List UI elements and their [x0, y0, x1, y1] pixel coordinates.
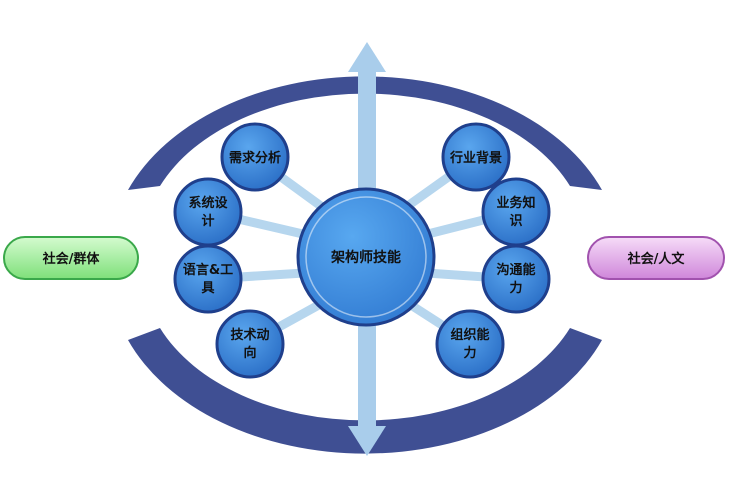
- node-label: 组织能: [450, 327, 489, 343]
- node-label: 力: [509, 280, 522, 296]
- left-pill: 社会/群体: [3, 236, 139, 280]
- down-arrow: [348, 318, 386, 456]
- node-label: 行业背景: [449, 150, 502, 166]
- node-label: 系统设: [188, 195, 228, 211]
- right-pill-label: 社会/人文: [627, 251, 686, 267]
- node-label: 力: [463, 345, 476, 361]
- node-label: 具: [201, 281, 214, 296]
- center-node: 架构师技能: [296, 187, 436, 327]
- node-label: 需求分析: [229, 150, 281, 166]
- node-label: 语言&工: [183, 262, 233, 278]
- bottom-arc-label: 架构师技术体系: [321, 472, 413, 488]
- node-label: 沟通能: [496, 262, 535, 278]
- center-label: 架构师技能: [330, 249, 401, 266]
- node-language-tools: 语言&工 具: [173, 244, 243, 314]
- node-label: 向: [243, 345, 256, 361]
- top-arc: [128, 76, 602, 190]
- node-label: 计: [201, 213, 214, 229]
- right-pill: 社会/人文: [587, 236, 725, 280]
- node-tech-trends: 技术动 向: [215, 309, 285, 379]
- node-industry-background: 行业背景: [441, 122, 511, 192]
- up-arrow: [348, 42, 386, 200]
- left-pill-label: 社会/群体: [42, 251, 101, 267]
- node-business-knowledge: 业务知 识: [481, 177, 551, 247]
- node-requirements-analysis: 需求分析: [220, 122, 290, 192]
- node-organization: 组织能 力: [435, 309, 505, 379]
- node-communication: 沟通能 力: [481, 244, 551, 314]
- node-label: 技术动: [230, 327, 269, 343]
- node-label: 识: [509, 214, 522, 229]
- top-arc-label: 领域/行业知识体系: [306, 19, 415, 35]
- node-system-design: 系统设 计: [173, 177, 243, 247]
- node-label: 业务知: [496, 195, 535, 211]
- bottom-arc: [128, 328, 602, 454]
